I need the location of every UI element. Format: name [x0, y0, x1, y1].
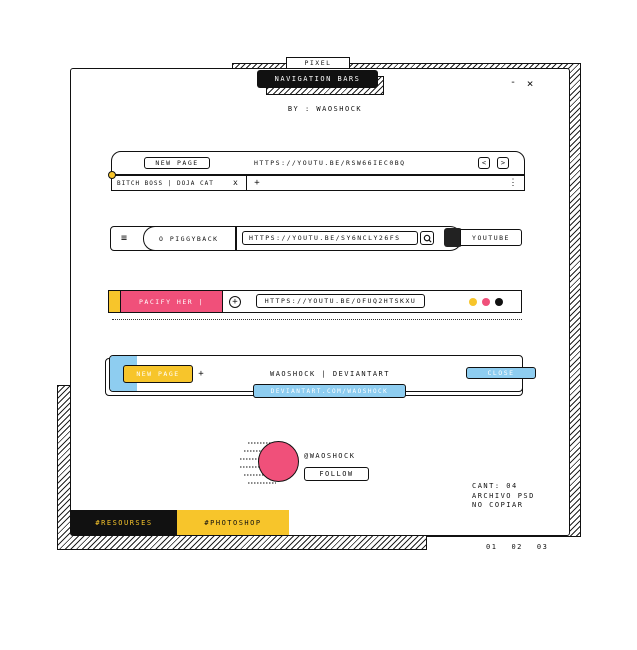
- add-tab-button[interactable]: +: [254, 178, 260, 188]
- address-bar-4[interactable]: DEVIANTART.COM/WAOSHOCK: [253, 384, 406, 398]
- kebab-menu-icon[interactable]: ⋮: [508, 178, 518, 188]
- search-button[interactable]: [420, 231, 434, 245]
- address-bar-url[interactable]: HTTPS://YOUTU.BE/RSW66IEC0BQ: [254, 159, 406, 167]
- page-2[interactable]: 02: [511, 543, 523, 551]
- page-title: NAVIGATION BARS: [257, 70, 378, 88]
- address-bar-2[interactable]: HTTPS://YOUTU.BE/SY6NCLY26FS: [242, 231, 418, 245]
- tab-bitch-boss[interactable]: BITCH BOSS | DOJA CAT x: [111, 175, 247, 191]
- yellow-accent: [109, 291, 120, 312]
- close-window-button[interactable]: ×: [526, 76, 534, 90]
- page-1[interactable]: 01: [486, 543, 498, 551]
- pixel-tag: PIXEL: [286, 57, 350, 69]
- bar1-divider: [111, 174, 525, 176]
- byline: BY : WAOSHOCK: [287, 105, 363, 113]
- bar2-divider: [235, 226, 237, 251]
- yellow-dot-button[interactable]: [469, 298, 477, 306]
- new-page-button-4[interactable]: NEW PAGE: [123, 365, 193, 383]
- info-copy: NO COPIAR: [472, 501, 524, 509]
- dotted-divider: [112, 319, 522, 320]
- info-block: CANT: 04 ARCHIVO PSD NO COPIAR: [472, 482, 562, 511]
- new-page-button[interactable]: NEW PAGE: [144, 157, 210, 169]
- profile-handle: @WAOSHOCK: [304, 452, 356, 460]
- back-button[interactable]: <: [478, 157, 490, 169]
- address-bar-3[interactable]: HTTPS://YOUTU.BE/OFUQ2HTSKXU: [256, 294, 425, 308]
- pink-dot-button[interactable]: [482, 298, 490, 306]
- info-format: ARCHIVO PSD: [472, 491, 535, 500]
- black-square-icon: [444, 228, 462, 247]
- black-dot-button[interactable]: [495, 298, 503, 306]
- page-3[interactable]: 03: [536, 543, 549, 551]
- pacify-her-tab[interactable]: PACIFY HER |: [120, 291, 223, 312]
- avatar: [258, 441, 299, 482]
- info-count: CANT: 04: [472, 482, 518, 490]
- deviantart-title: WAOSHOCK | DEVIANTART: [269, 370, 390, 378]
- forward-button[interactable]: >: [497, 157, 509, 169]
- search-icon: [423, 234, 432, 243]
- tag-resources[interactable]: #RESOURSES: [71, 510, 177, 535]
- tag-photoshop[interactable]: #PHOTOSHOP: [177, 510, 289, 535]
- piggyback-tab[interactable]: O PIGGYBACK: [143, 226, 237, 251]
- pagination: 01 02 03: [486, 543, 556, 553]
- add-tab-button-3[interactable]: +: [229, 296, 241, 308]
- close-tab-button[interactable]: CLOSE: [466, 367, 536, 379]
- yellow-dot-icon: [108, 171, 116, 179]
- minimize-button[interactable]: -: [509, 76, 517, 88]
- add-tab-button-4[interactable]: +: [198, 369, 204, 379]
- follow-button[interactable]: FOLLOW: [304, 467, 369, 481]
- youtube-button[interactable]: YOUTUBE: [460, 229, 522, 246]
- hamburger-menu-icon[interactable]: ≡: [120, 232, 128, 244]
- tab-close-icon[interactable]: x: [233, 178, 238, 187]
